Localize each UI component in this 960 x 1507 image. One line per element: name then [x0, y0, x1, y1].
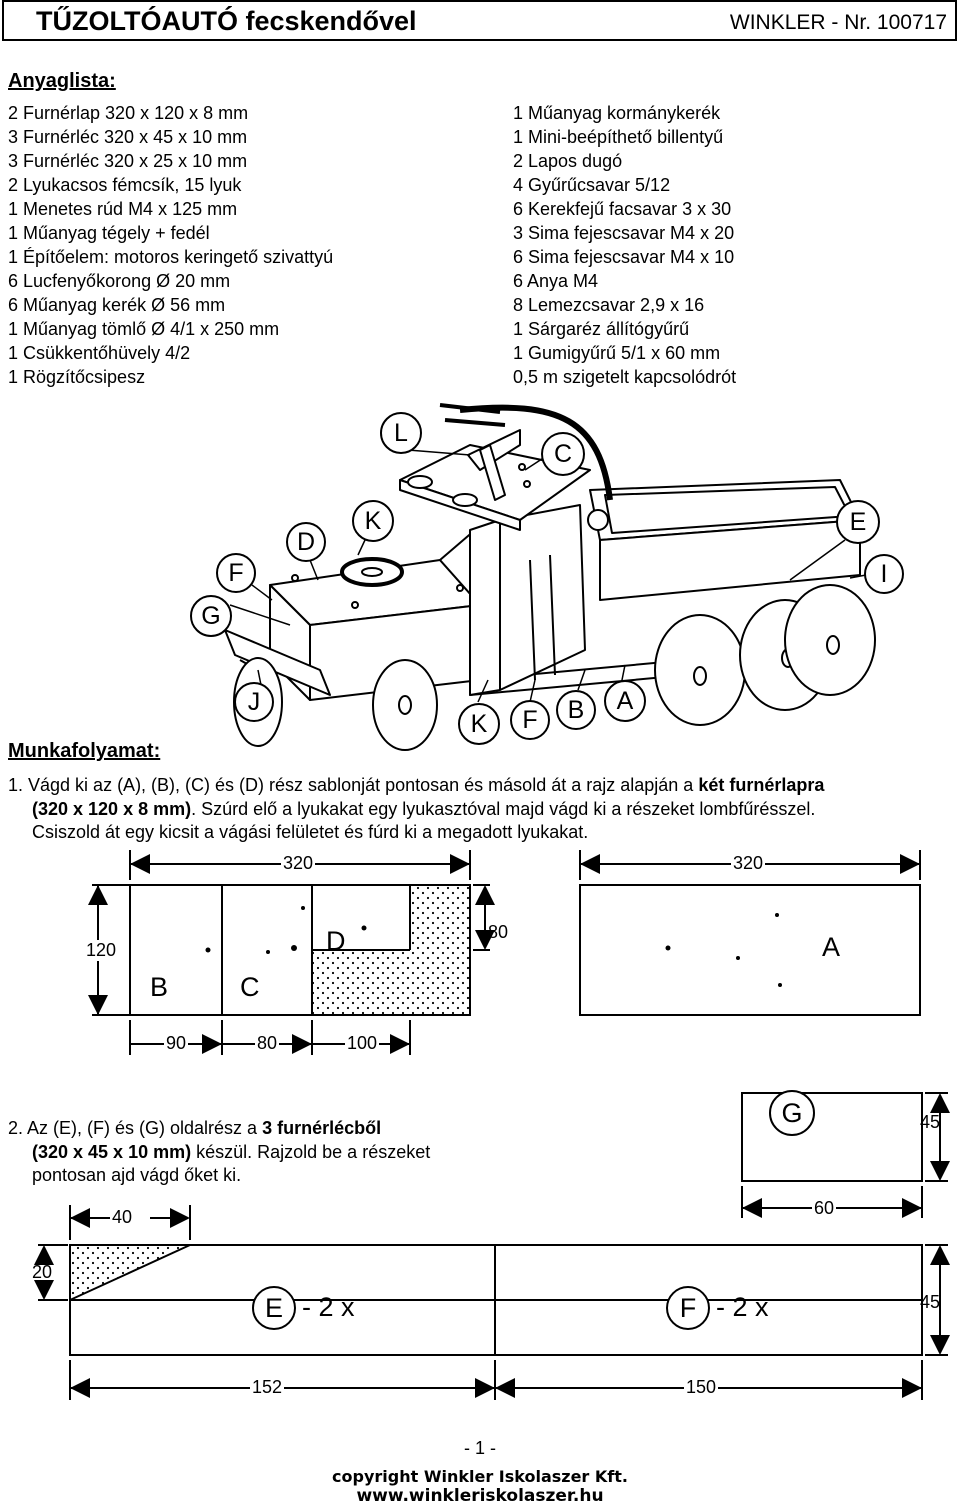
material-item: 1 Rögzítőcsipesz [8, 367, 146, 387]
dim-152: 152 [250, 1377, 285, 1398]
F-quantity: - 2 x [716, 1292, 769, 1322]
material-item: 8 Lemezcsavar 2,9 x 16 [513, 295, 705, 315]
label-F-top: F [216, 553, 256, 593]
step1-line2-bold: (320 x 120 x 8 mm) [32, 798, 192, 819]
material-item: 6 Kerekfejű facsavar 3 x 30 [513, 199, 732, 219]
copyright: copyright Winkler Iskolaszer Kft. [332, 1467, 628, 1486]
material-item: 1 Műanyag tömlő Ø 4/1 x 250 mm [8, 319, 280, 339]
step1-line3: Csiszold át egy kicsit a vágási felülete… [32, 822, 589, 842]
dim-120: 120 [84, 940, 119, 961]
step2-line2-bold: (320 x 45 x 10 mm) [32, 1141, 192, 1162]
step2-line1: 2. Az (E), (F) és (G) oldalrész a [8, 1118, 263, 1138]
label-I: I [864, 554, 904, 594]
step2-line1-bold: 3 furnérlécből [262, 1118, 382, 1138]
material-item: 6 Sima fejescsavar M4 x 10 [513, 247, 735, 267]
workflow-heading: Munkafolyamat: [8, 740, 161, 762]
dim-320-left: 320 [281, 853, 316, 874]
dim-45-top: 45 [920, 1112, 941, 1132]
material-item: 1 Gumigyűrű 5/1 x 60 mm [513, 343, 721, 363]
E-quantity: - 2 x [302, 1292, 355, 1322]
step2-text: 2. Az (E), (F) és (G) oldalrész a 3 furn… [8, 1117, 430, 1188]
part-C: C [240, 972, 260, 1002]
material-item: 1 Csükkentőhüvely 4/2 [8, 343, 191, 363]
dim-80-vertical: 80 [488, 922, 509, 942]
label-J: J [234, 682, 274, 722]
material-item: 2 Lapos dugó [513, 151, 623, 171]
material-item: 1 Építőelem: motoros keringető szivattyú [8, 247, 334, 267]
label-G: G [190, 595, 232, 637]
label-K-top: K [352, 500, 394, 542]
material-item: 0,5 m szigetelt kapcsolódrót [513, 367, 737, 387]
material-item: 6 Műanyag kerék Ø 56 mm [8, 295, 226, 315]
page-number: - 1 - [463, 1438, 496, 1458]
step2-line2: készül. Rajzold be a részeket [191, 1141, 431, 1162]
label-B: B [556, 690, 596, 730]
part-D: D [326, 926, 346, 956]
material-item: 3 Sima fejescsavar M4 x 20 [513, 223, 735, 243]
dim-60: 60 [812, 1198, 837, 1219]
material-item: 1 Műanyag kormánykerék [513, 103, 721, 123]
material-item: 2 Furnérlap 320 x 120 x 8 mm [8, 103, 249, 123]
material-item: 6 Anya M4 [513, 271, 599, 291]
material-item: 2 Lyukacsos fémcsík, 15 lyuk [8, 175, 242, 195]
step1-line1: 1. Vágd ki az (A), (B), (C) és (D) rész … [8, 775, 699, 795]
label-F-piece: F [666, 1286, 710, 1330]
label-E-piece: E [252, 1286, 296, 1330]
part-B: B [150, 972, 169, 1002]
step2-line3: pontosan ajd vágd őket ki. [32, 1165, 242, 1185]
part-A: A [822, 932, 841, 962]
materials-list-left: 2 Furnérlap 320 x 120 x 8 mm 3 Furnérléc … [8, 101, 333, 389]
material-item: 1 Mini-beépíthető billentyű [513, 127, 724, 147]
step1-text: 1. Vágd ki az (A), (B), (C) és (D) rész … [8, 774, 824, 845]
step1-line1-bold: két furnérlapra [698, 775, 825, 795]
material-item: 4 Gyűrűcsavar 5/12 [513, 175, 671, 195]
materials-heading: Anyaglista: [8, 70, 116, 92]
dim-45-bottom: 45 [920, 1292, 941, 1312]
dim-80: 80 [255, 1033, 280, 1054]
dim-100: 100 [345, 1033, 380, 1054]
label-A: A [604, 680, 646, 722]
dim-320-right: 320 [731, 853, 766, 874]
label-E: E [836, 500, 880, 544]
step1-line2: . Szúrd elő a lyukakat egy lyukasztóval … [191, 798, 816, 819]
dim-40: 40 [110, 1207, 135, 1228]
label-L: L [380, 412, 422, 454]
material-item: 3 Furnérléc 320 x 25 x 10 mm [8, 151, 248, 171]
page-title: TŰZOLTÓAUTÓ fecskendővel [36, 6, 417, 36]
label-K-bottom: K [458, 703, 500, 745]
page-header: TŰZOLTÓAUTÓ fecskendővel WINKLER - Nr. 1… [2, 0, 957, 41]
material-item: 3 Furnérléc 320 x 45 x 10 mm [8, 127, 248, 147]
dim-150: 150 [684, 1377, 719, 1398]
label-G-piece: G [769, 1090, 815, 1136]
material-item: 1 Menetes rúd M4 x 125 mm [8, 199, 238, 219]
website-url: www.winkleriskolaszer.hu [356, 1486, 604, 1506]
fire-truck-illustration [224, 403, 876, 751]
label-F-bottom: F [510, 700, 550, 740]
label-C: C [541, 432, 585, 476]
label-D: D [286, 522, 326, 562]
material-item: 1 Sárgaréz állítógyűrű [513, 319, 690, 339]
dim-90: 90 [164, 1033, 189, 1054]
materials-list-right: 1 Műanyag kormánykerék 1 Mini-beépíthető … [513, 101, 736, 389]
material-item: 6 Lucfenyőkorong Ø 20 mm [8, 271, 231, 291]
dim-20: 20 [32, 1262, 53, 1282]
material-item: 1 Műanyag tégely + fedél [8, 223, 210, 243]
product-code: WINKLER - Nr. 100717 [729, 11, 947, 34]
